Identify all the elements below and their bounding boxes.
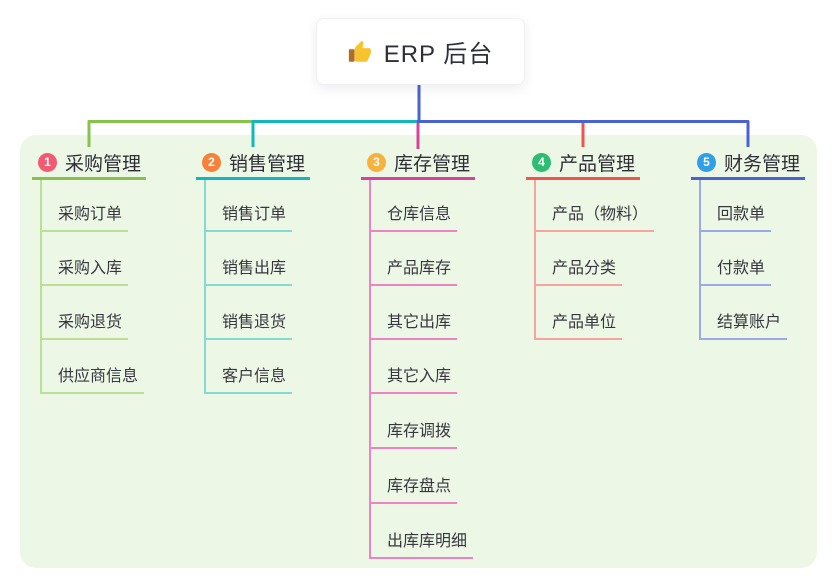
node-stock-transfer[interactable]: 库存调拨	[369, 422, 458, 449]
branch-product-label: 产品管理	[559, 153, 636, 175]
branch-sales-label: 销售管理	[229, 153, 306, 175]
node-sales-return[interactable]: 销售退货	[204, 313, 293, 340]
node-product-category[interactable]: 产品分类	[534, 259, 623, 286]
node-payment-doc[interactable]: 付款单	[699, 259, 772, 286]
branch-inventory-badge: 3	[367, 152, 386, 172]
node-outbound-detail[interactable]: 出库库明细	[369, 532, 474, 559]
thumbs-up-icon	[348, 39, 374, 65]
root-node[interactable]: ERP 后台	[316, 18, 525, 85]
node-sales-order[interactable]: 销售订单	[204, 205, 293, 232]
node-other-inbound[interactable]: 其它入库	[369, 367, 458, 394]
node-product-stock[interactable]: 产品库存	[369, 259, 458, 286]
branch-finance-rail	[699, 180, 701, 340]
node-settlement-account[interactable]: 结算账户	[699, 313, 788, 340]
node-stock-check[interactable]: 库存盘点	[369, 477, 458, 504]
branch-sales-badge: 2	[202, 152, 221, 172]
node-product-unit[interactable]: 产品单位	[534, 313, 623, 340]
branch-inventory-title[interactable]: 3 库存管理	[361, 147, 475, 180]
branch-purchase-badge: 1	[38, 152, 57, 172]
node-sales-outbound[interactable]: 销售出库	[204, 259, 293, 286]
node-purchase-inbound[interactable]: 采购入库	[40, 259, 129, 286]
node-product-material[interactable]: 产品（物料）	[534, 205, 655, 232]
branch-purchase-rail	[40, 180, 42, 394]
node-other-outbound[interactable]: 其它出库	[369, 313, 458, 340]
node-warehouse-info[interactable]: 仓库信息	[369, 205, 458, 232]
branch-product-badge: 4	[532, 152, 551, 172]
branch-inventory-rail	[369, 180, 371, 559]
branch-purchase-label: 采购管理	[65, 153, 142, 175]
branches-panel	[20, 135, 817, 568]
node-purchase-order[interactable]: 采购订单	[40, 205, 129, 232]
node-receipt-doc[interactable]: 回款单	[699, 205, 772, 232]
branch-finance-title[interactable]: 5 财务管理	[691, 147, 805, 180]
branch-finance-badge: 5	[697, 152, 716, 172]
node-purchase-return[interactable]: 采购退货	[40, 313, 129, 340]
node-supplier-info[interactable]: 供应商信息	[40, 367, 145, 394]
branch-purchase-title[interactable]: 1 采购管理	[32, 147, 146, 180]
branch-product-rail	[534, 180, 536, 340]
branch-product-title[interactable]: 4 产品管理	[526, 147, 640, 180]
branch-sales-rail	[204, 180, 206, 394]
branch-inventory-label: 库存管理	[394, 153, 471, 175]
node-customer-info[interactable]: 客户信息	[204, 367, 293, 394]
root-node-label: ERP 后台	[383, 41, 494, 68]
branch-finance-label: 财务管理	[724, 153, 801, 175]
branch-sales-title[interactable]: 2 销售管理	[196, 147, 310, 180]
